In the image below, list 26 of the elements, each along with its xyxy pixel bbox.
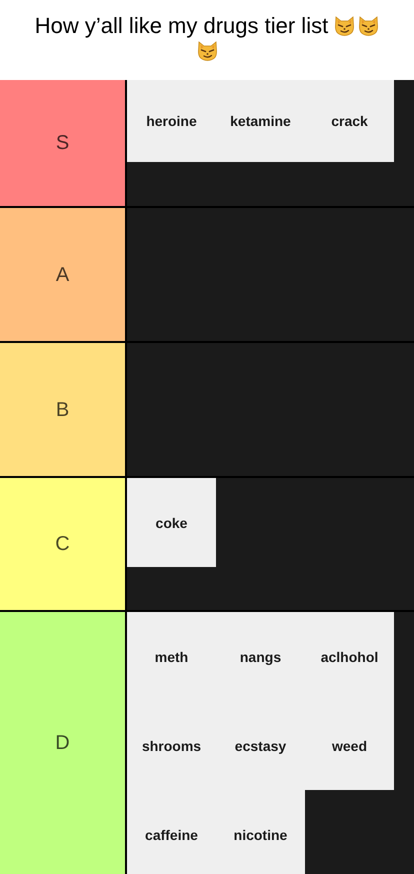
tier-letter: D: [55, 731, 70, 755]
item-name: meth: [154, 648, 188, 666]
item-name: ketamine: [230, 112, 291, 130]
item-name: coke: [156, 514, 188, 532]
item-name: caffeine: [145, 826, 198, 844]
item-name: aclhohol: [320, 648, 378, 666]
item-name: nangs: [240, 648, 282, 666]
title: How y’all like my drugs tier list: [34, 12, 328, 40]
tier-row: [0, 610, 414, 874]
item-name: shrooms: [142, 736, 202, 754]
tier-letter: C: [55, 532, 70, 556]
tier-row: [0, 206, 414, 341]
item-tile: [127, 80, 216, 162]
item-tile: [305, 80, 394, 162]
item-name: crack: [331, 112, 368, 130]
item-name: heroine: [146, 112, 197, 130]
tier-letter: A: [56, 262, 70, 286]
item-tile: [127, 478, 216, 567]
tier-letter: B: [56, 398, 70, 422]
item-name: nicotine: [234, 826, 288, 844]
item-name: ecstasy: [234, 736, 286, 754]
item-name: weed: [332, 736, 367, 754]
tier-row: [0, 80, 414, 206]
tier-row: [0, 341, 414, 476]
tier-row: [0, 476, 414, 610]
tier-letter: S: [56, 131, 70, 155]
